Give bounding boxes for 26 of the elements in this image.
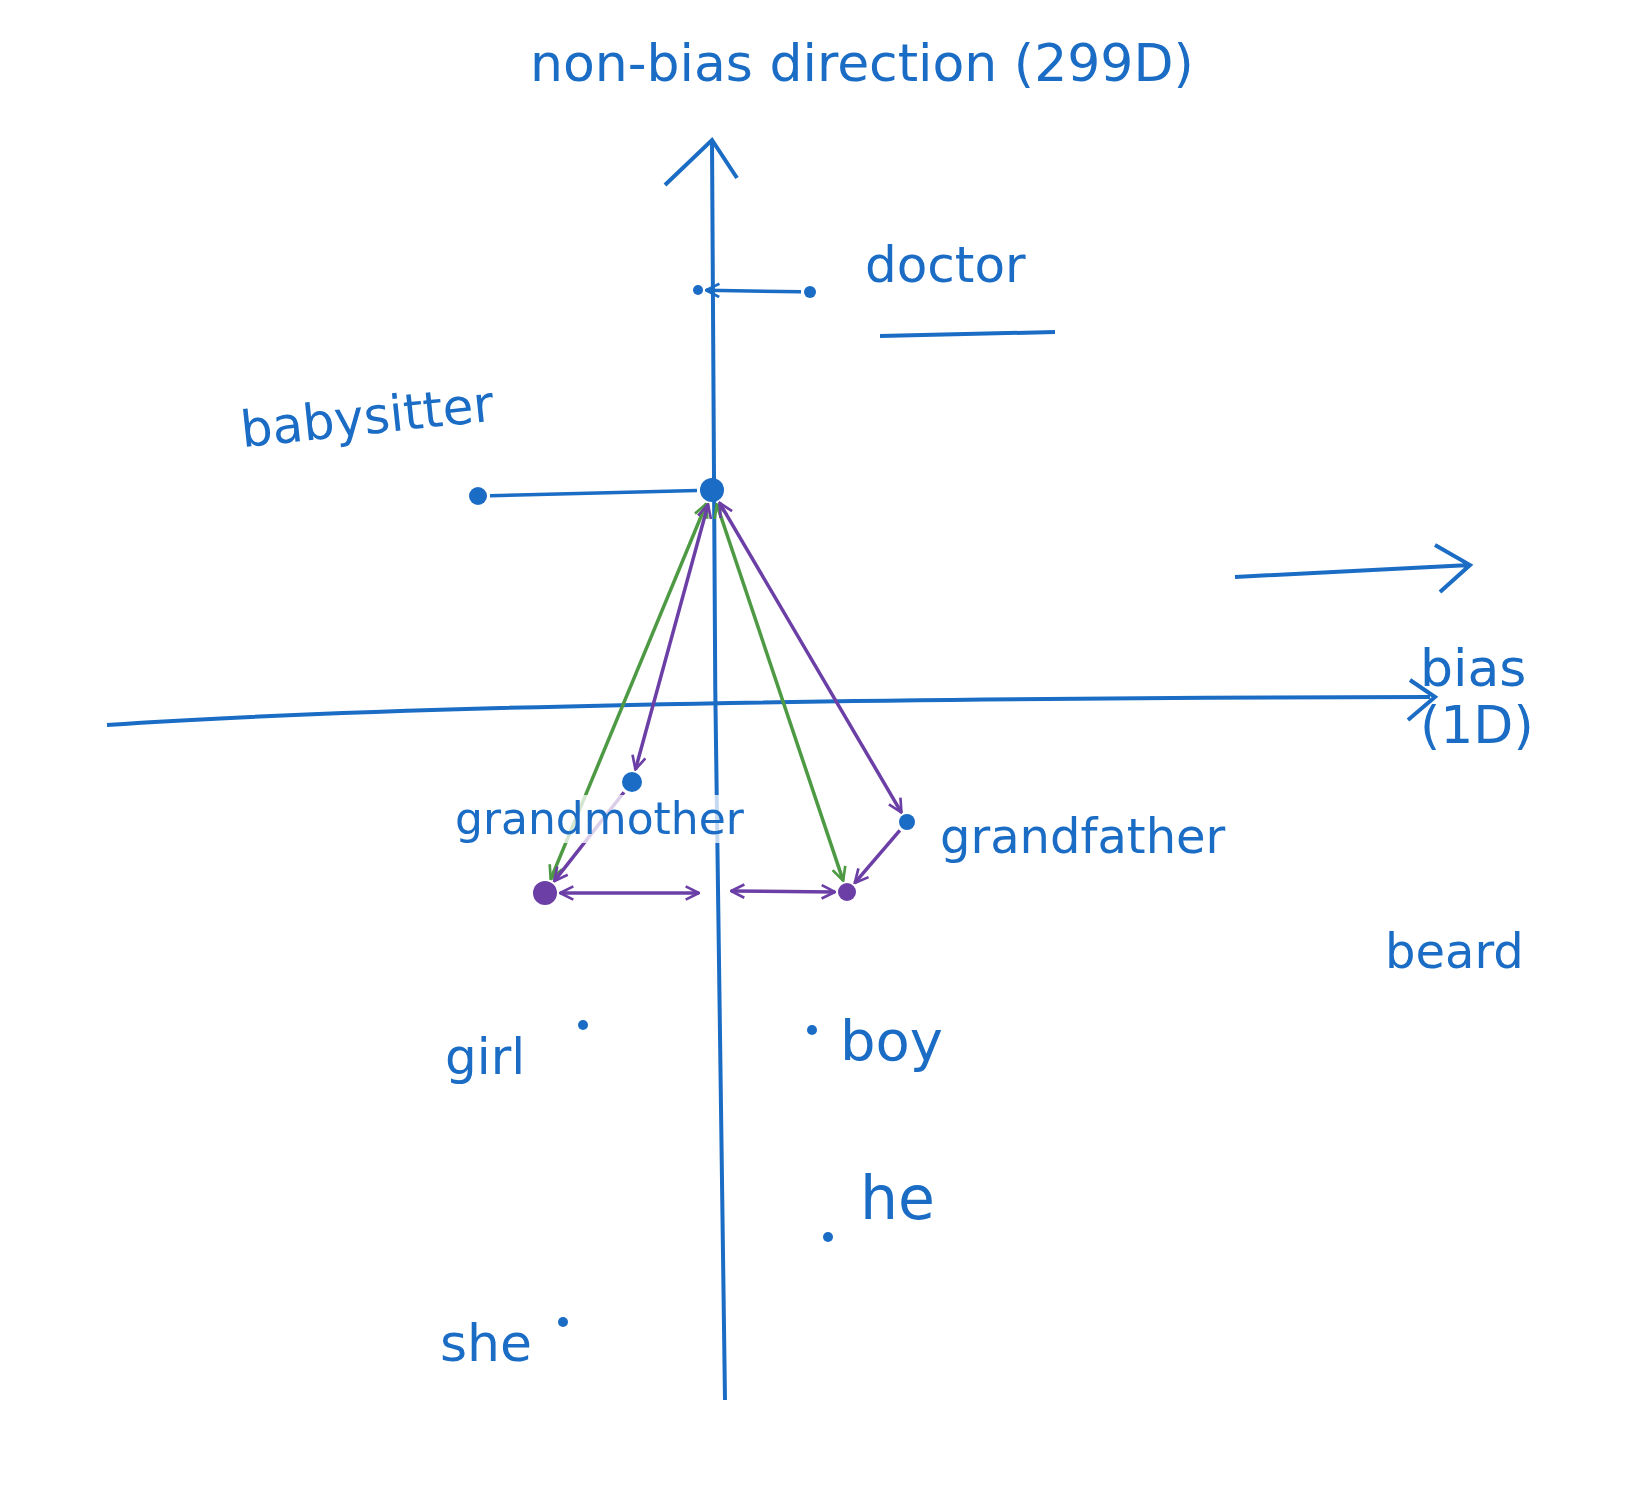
arrow (631, 503, 713, 771)
word-label: boy (840, 1010, 943, 1072)
arrow (853, 829, 902, 885)
arrow (729, 883, 837, 900)
word-label: babysitter (237, 376, 497, 459)
point-marker (469, 487, 487, 505)
arrow (718, 501, 903, 814)
axis-label: bias (1D) (1420, 640, 1535, 755)
word-label: he (860, 1165, 935, 1231)
point-marker (622, 772, 642, 792)
word-label: grandmother (455, 795, 744, 844)
arrow (704, 282, 802, 299)
point-marker (533, 881, 557, 905)
point-marker (804, 286, 816, 298)
word-label: doctor (865, 238, 1026, 293)
arrow (713, 502, 847, 882)
arrow (558, 885, 701, 901)
point-marker (838, 883, 856, 901)
point-marker (700, 478, 724, 502)
word-label: she (440, 1315, 533, 1373)
heading: non-bias direction (299D) (530, 35, 1194, 93)
word-label: grandfather (940, 810, 1226, 863)
point-marker (899, 814, 915, 830)
word-label: girl (445, 1030, 526, 1085)
word-label: beard (1385, 925, 1524, 978)
point-marker (693, 285, 703, 295)
